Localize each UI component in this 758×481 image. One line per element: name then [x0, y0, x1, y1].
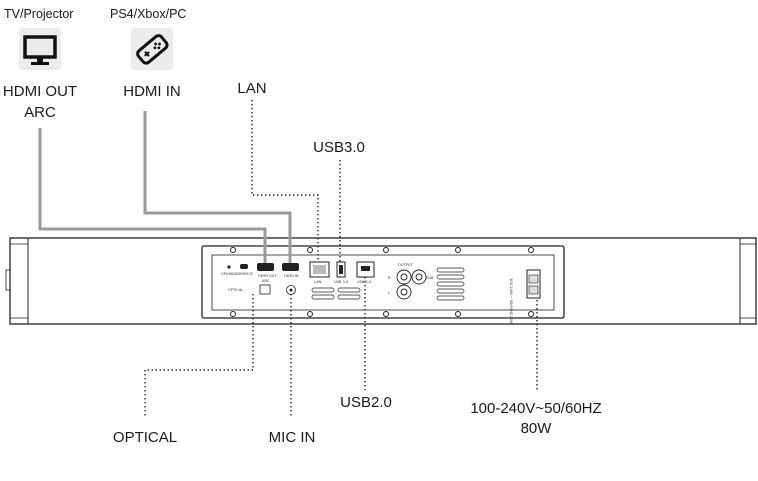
power-label: 100-240V~50/60HZ [470, 400, 601, 417]
power-watt-label: 80W [521, 420, 553, 437]
leader-lines [144, 100, 538, 418]
panel-r: R [388, 276, 391, 280]
gamepad-icon [131, 28, 173, 70]
panel-hdmi-out: HDMI OUT [258, 274, 277, 278]
console-label: PS4/Xbox/PC [110, 7, 186, 21]
lan-label: LAN [237, 80, 266, 97]
panel-hdmi-in: HDMI IN [284, 274, 299, 278]
rear-panel: UPGRADE SERVICE HDMI OUT ARC HDMI IN OPT… [201, 245, 565, 325]
hdmi-in-label: HDMI IN [123, 83, 181, 100]
arc-label: ARC [24, 104, 56, 121]
usb2-label: USB2.0 [340, 394, 392, 411]
panel-lan: LAN [314, 280, 322, 284]
tv-label: TV/Projector [4, 7, 73, 21]
monitor-icon [19, 28, 61, 70]
panel-usb3: USB 3.0 [334, 280, 349, 284]
mic-in-label: MIC IN [269, 429, 316, 446]
panel-arc: ARC [262, 279, 270, 283]
panel-output: OUTPUT [398, 263, 413, 267]
optical-label: OPTICAL [113, 429, 177, 446]
hdmi-cables [38, 111, 292, 263]
usb3-label: USB3.0 [313, 139, 365, 156]
soundbar-body [5, 237, 757, 325]
panel-upgrade: UPGRADE [221, 272, 239, 276]
panel-l: L [388, 291, 390, 295]
panel-service: SERVICE [238, 272, 254, 276]
panel-power: 100-240V~ 50/60HZ 80W [509, 278, 513, 325]
panel-optical: OPTICAL [228, 288, 243, 292]
panel-sub: SUB [426, 276, 434, 280]
hdmi-out-label: HDMI OUT [3, 83, 77, 100]
